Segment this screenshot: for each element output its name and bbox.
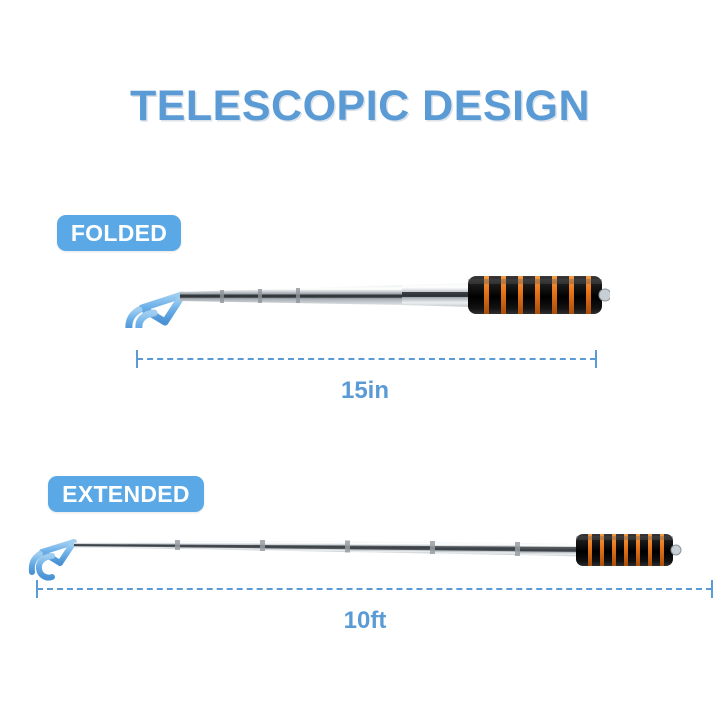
foam-grip-handle-icon [576, 534, 682, 566]
badge-extended: EXTENDED [48, 476, 204, 512]
dimension-cap-right-folded [595, 350, 597, 368]
foam-grip-handle-icon [468, 276, 610, 314]
telescopic-pole-icon [74, 540, 586, 557]
dimension-cap-left-extended [36, 580, 38, 598]
dimension-cap-left-folded [136, 350, 138, 368]
telescopic-pole-icon [180, 283, 472, 307]
badge-folded: FOLDED [57, 215, 181, 251]
product-image-extended [28, 522, 688, 584]
dimension-line-folded [137, 358, 596, 362]
grabber-hook-icon [28, 539, 77, 581]
dimension-line-extended [37, 588, 712, 592]
dimension-label-folded: 15in [340, 377, 390, 404]
dimension-cap-right-extended [711, 580, 713, 598]
dimension-label-extended: 10ft [343, 607, 387, 634]
grabber-hook-icon [125, 291, 186, 328]
page-title: TELESCOPIC DESIGN [129, 82, 591, 130]
product-image-folded [120, 258, 610, 328]
